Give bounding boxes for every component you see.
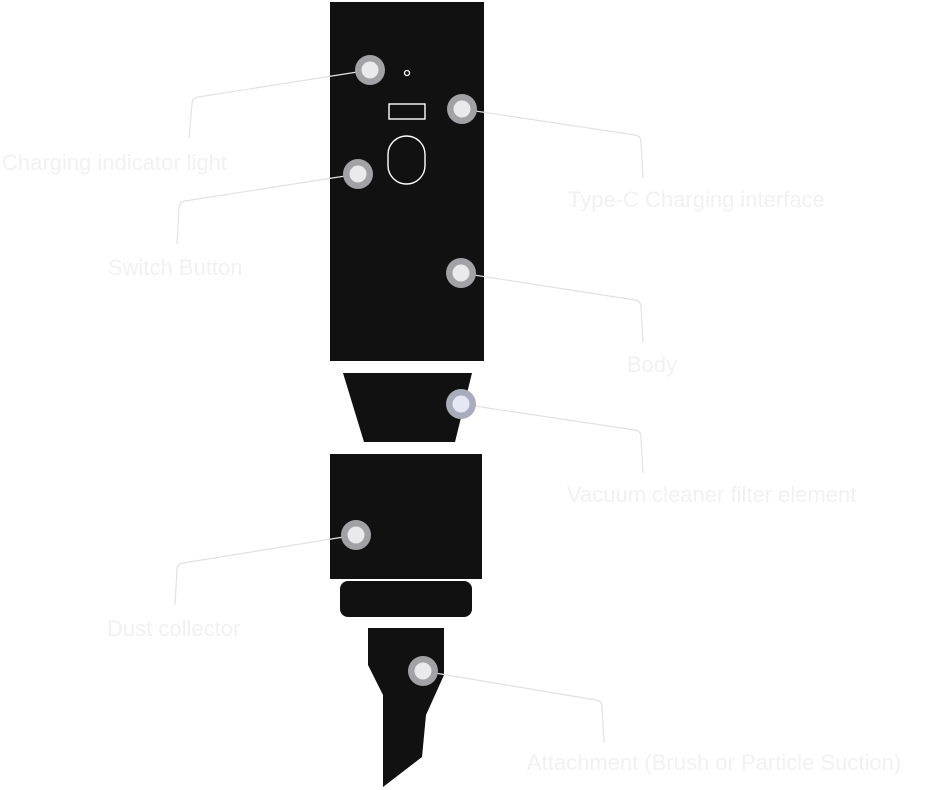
marker-core bbox=[414, 662, 432, 680]
marker-core bbox=[452, 395, 470, 413]
marker-core bbox=[452, 264, 470, 282]
leader-lines bbox=[174, 69, 644, 743]
marker-attachment[interactable] bbox=[408, 656, 438, 686]
leader-line bbox=[460, 272, 644, 344]
charging-indicator-light-icon bbox=[403, 69, 411, 77]
marker-dust-collector[interactable] bbox=[341, 520, 371, 550]
attachment-nozzle bbox=[368, 628, 444, 787]
marker-charging-indicator-light[interactable] bbox=[355, 55, 385, 85]
marker-core bbox=[349, 165, 367, 183]
label-type-c-charging-interface: Type-C Charging interface bbox=[568, 187, 825, 212]
marker-core bbox=[361, 61, 379, 79]
leader-line bbox=[176, 173, 359, 245]
label-body: Body bbox=[627, 352, 678, 377]
marker-core bbox=[453, 100, 471, 118]
filter-element bbox=[343, 373, 472, 442]
leader-line bbox=[188, 69, 371, 139]
type-c-port-icon bbox=[388, 103, 426, 120]
switch-button-icon bbox=[387, 135, 426, 185]
label-switch-button: Switch Button bbox=[108, 255, 243, 280]
marker-body[interactable] bbox=[446, 258, 476, 288]
dust-collector-canister bbox=[330, 454, 482, 579]
marker-vacuum-cleaner-filter-element[interactable] bbox=[446, 389, 476, 419]
label-charging-indicator-light: Charging indicator light bbox=[2, 150, 228, 175]
leader-line bbox=[174, 534, 357, 606]
dust-collector-base bbox=[340, 581, 472, 617]
label-vacuum-cleaner-filter-element: Vacuum cleaner filter element bbox=[567, 482, 857, 507]
callout-markers bbox=[341, 55, 477, 686]
leader-line bbox=[461, 108, 644, 179]
label-dust-collector: Dust collector bbox=[107, 616, 241, 641]
device-illustration bbox=[330, 2, 484, 787]
marker-switch-button[interactable] bbox=[343, 159, 373, 189]
marker-type-c-charging-interface[interactable] bbox=[447, 94, 477, 124]
label-attachment: Attachment (Brush or Particle Suction) bbox=[527, 750, 902, 775]
leader-line bbox=[422, 670, 605, 743]
leader-line bbox=[460, 403, 644, 474]
marker-core bbox=[347, 526, 365, 544]
